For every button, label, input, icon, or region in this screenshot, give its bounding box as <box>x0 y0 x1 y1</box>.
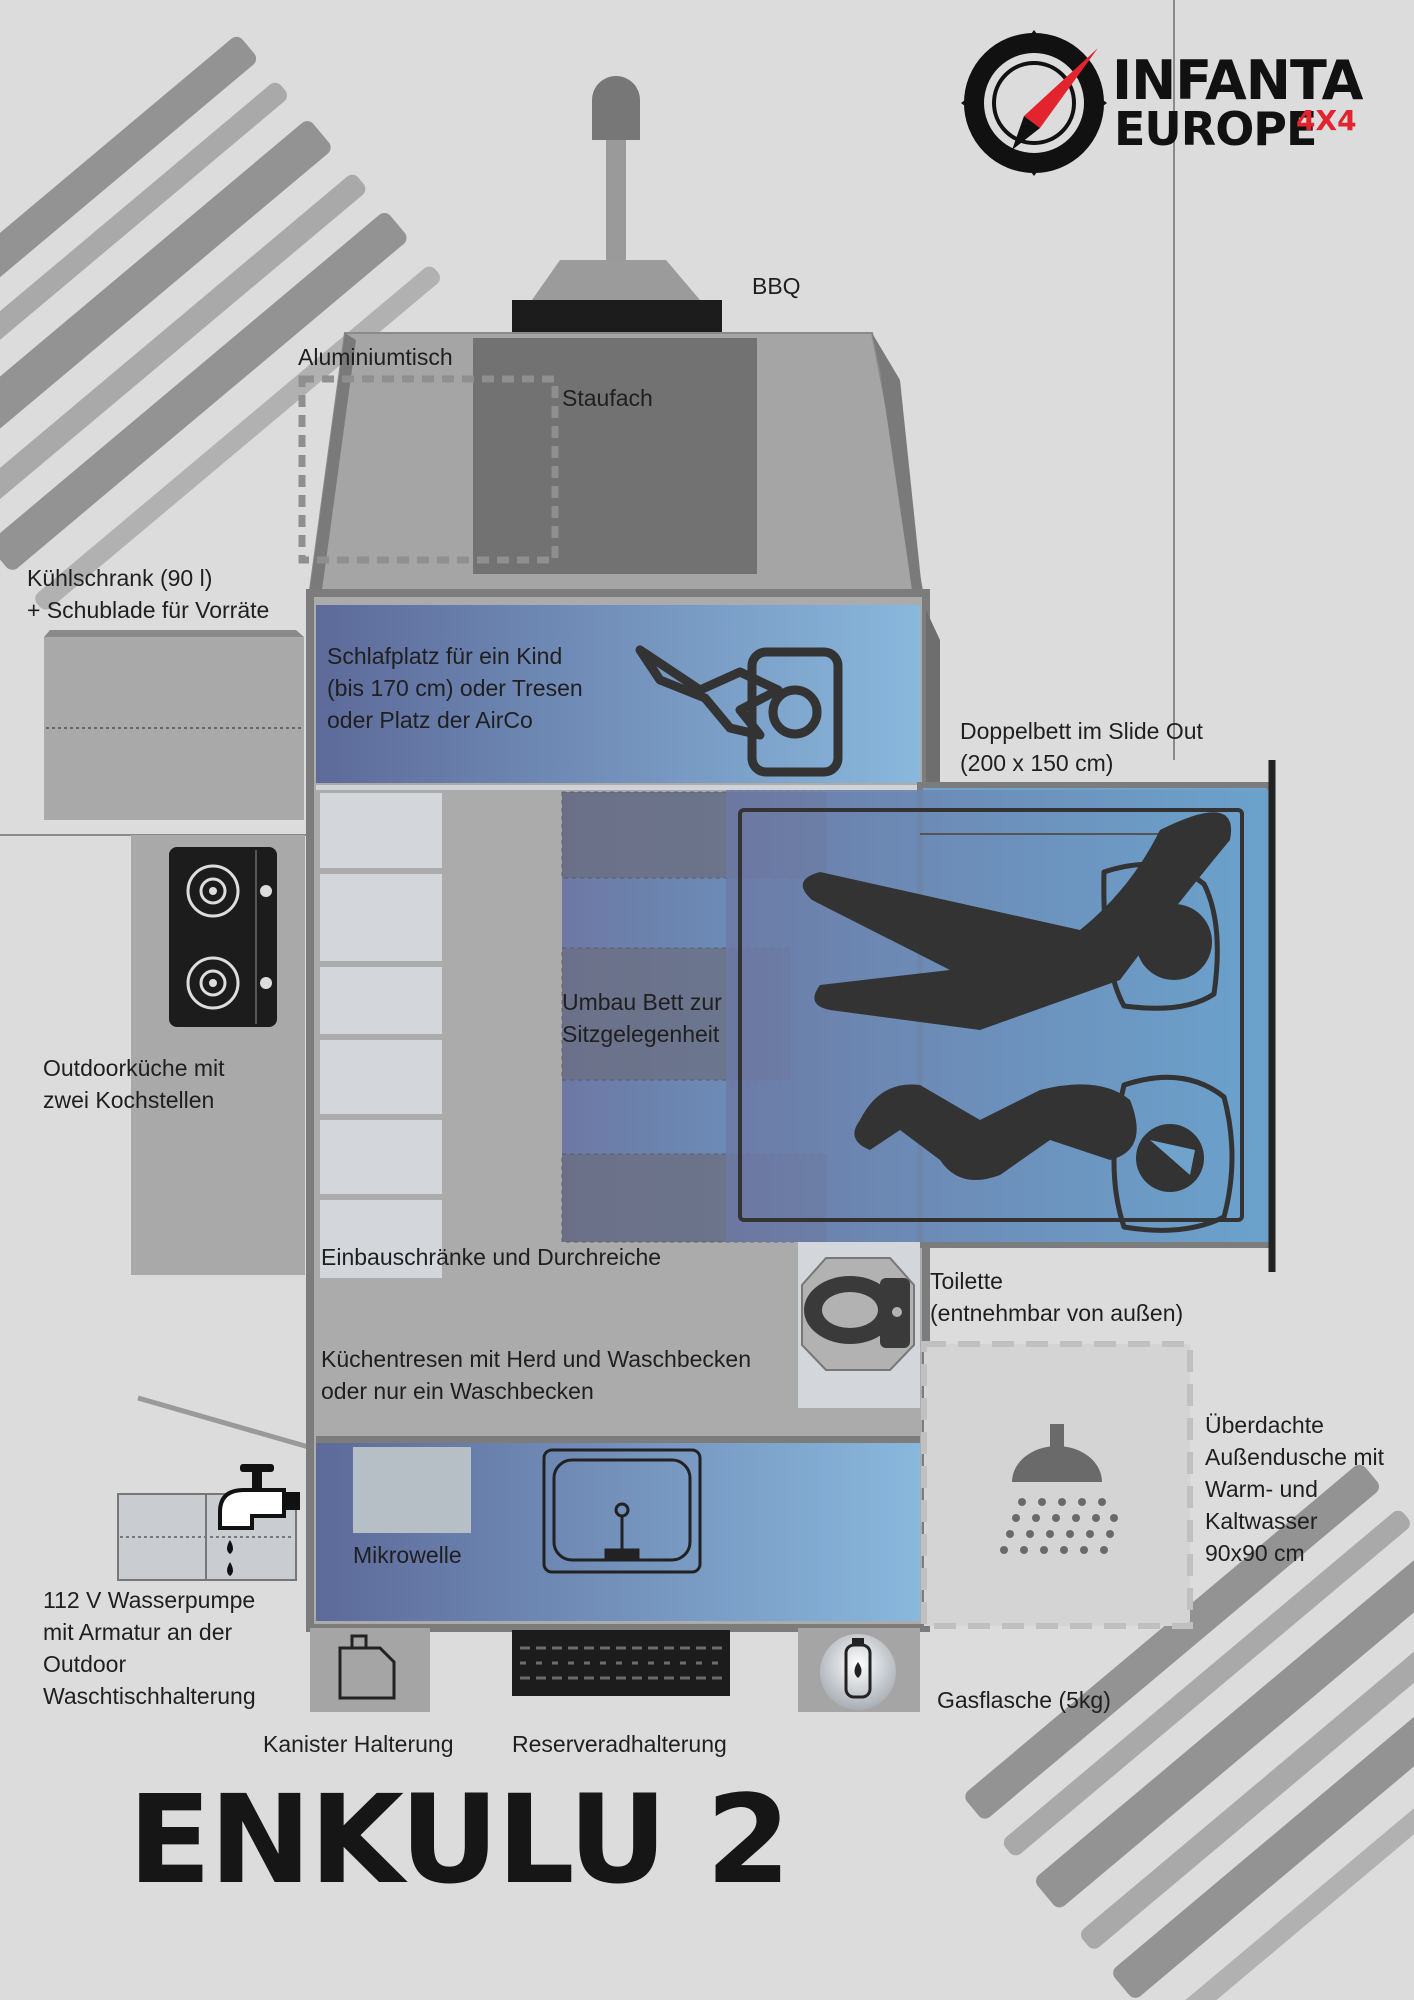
label-gas: Gasflasche (5kg) <box>937 1687 1111 1713</box>
label-aluminium-table: Aluminiumtisch <box>298 344 453 370</box>
bbq-grill-icon <box>512 300 722 334</box>
label-double-bed: Doppelbett im Slide Out (200 x 150 cm) <box>960 718 1203 776</box>
label-child-bed: Schlafplatz für ein Kind (bis 170 cm) od… <box>327 643 583 733</box>
guide-line <box>137 1395 313 1451</box>
label-cabinets: Einbauschränke und Durchreiche <box>321 1244 662 1270</box>
label-storage: Staufach <box>562 385 653 411</box>
couple-sleeping-icon <box>802 812 1235 1233</box>
outdoor-shower-area <box>921 1341 1193 1629</box>
canister-icon <box>338 1634 396 1700</box>
water-tap-icon <box>218 1464 300 1576</box>
child-bed-zone <box>316 605 920 783</box>
label-spare-wheel: Reserveradhalterung <box>512 1731 727 1757</box>
label-bbq: BBQ <box>752 273 801 299</box>
spare-tire-icon <box>512 1630 730 1696</box>
brand-suffix: 4X4 <box>1296 104 1357 137</box>
label-microwave: Mikrowelle <box>353 1542 462 1568</box>
compass-logo-icon <box>961 30 1107 176</box>
sleeping-child-icon <box>635 645 843 777</box>
label-pump: 112 V Wasserpumpe mit Armatur an der Out… <box>43 1587 256 1709</box>
tire-track-decoration <box>0 36 440 610</box>
label-counter: Küchentresen mit Herd und Waschbecken od… <box>321 1346 751 1404</box>
label-convert-bed: Umbau Bett zur Sitzgelegenheit <box>562 989 722 1047</box>
label-fridge: Kühlschrank (90 l) + Schublade für Vorrä… <box>27 565 270 623</box>
gas-bottle-icon <box>820 1634 896 1710</box>
storage-compartment <box>473 338 757 574</box>
sink-icon <box>542 1448 702 1574</box>
gas-stove-icon <box>169 847 277 1027</box>
label-shower: Überdachte Außendusche mit Warm- und Kal… <box>1205 1412 1384 1566</box>
brand-name-line1: INFANTA <box>1112 49 1363 112</box>
aluminium-table-outline <box>298 375 559 564</box>
model-title: ENKULU 2 <box>128 1769 791 1911</box>
toilet-icon <box>801 1257 915 1371</box>
label-toilet: Toilette (entnehmbar von außen) <box>930 1268 1184 1326</box>
label-canister: Kanister Halterung <box>263 1731 454 1757</box>
brand-name-line2: EUROPE <box>1114 102 1317 156</box>
microwave <box>353 1447 471 1533</box>
shower-icon <box>1000 1424 1118 1554</box>
label-outdoor-kitchen: Outdoorküche mit zwei Kochstellen <box>43 1055 225 1113</box>
drawbar <box>532 76 700 300</box>
built-in-cabinets <box>320 793 442 1278</box>
tire-track-decoration <box>965 1464 1414 2000</box>
